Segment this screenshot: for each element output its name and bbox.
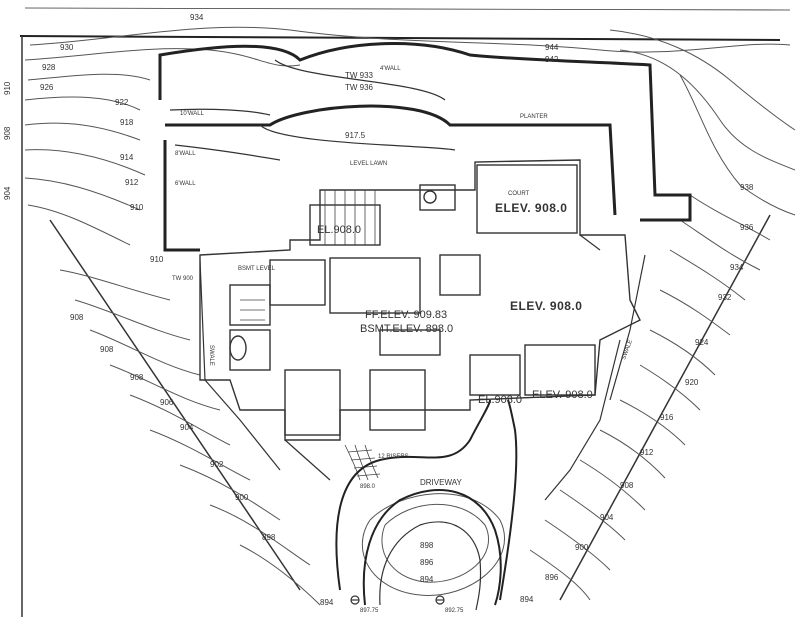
basement-level-label: BSMT LEVEL — [238, 266, 276, 272]
bottom-elevation-left: 897.75 — [360, 608, 379, 614]
contour-label: 904 — [600, 513, 614, 522]
court-label: COURT — [508, 191, 530, 197]
house-footprint — [199, 159, 641, 441]
contour-label: 934 — [190, 13, 204, 22]
contour-label: 938 — [740, 183, 754, 192]
lawn-label: LEVEL LAWN — [350, 161, 387, 167]
contour-label: 908 — [70, 313, 84, 322]
swale-label-left: SWALE — [208, 345, 214, 366]
survey-markers — [350, 595, 445, 605]
contour-label: 928 — [42, 63, 56, 72]
contour-label: 932 — [718, 293, 732, 302]
wall-label: 6'WALL — [175, 181, 196, 187]
wall-label: 4'WALL — [380, 66, 401, 72]
contour-label: 894 — [320, 598, 334, 607]
contour-label: 896 — [545, 573, 559, 582]
tw-label: TW 900 — [172, 276, 194, 282]
driveway-and-stair — [284, 399, 518, 611]
contour-label: 910 — [150, 255, 164, 264]
contour-label: 904 — [180, 423, 194, 432]
contour-label: 934 — [730, 263, 744, 272]
contour-label: 916 — [660, 413, 674, 422]
elevation-labels: EL.908.0 917.5 FF.ELEV. 909.83 BSMT.ELEV… — [317, 71, 593, 406]
risers-label: 12 RISERS — [378, 454, 409, 460]
stair-elevation-label: 898.0 — [360, 484, 376, 490]
contour-label: 896 — [420, 558, 434, 567]
wall-label: 8'WALL — [175, 151, 196, 157]
contour-label: 900 — [575, 543, 589, 552]
main-floor-elevation: FF.ELEV. 909.83 — [365, 309, 447, 321]
contour-label: 908 — [3, 126, 12, 140]
basement-elevation: BSMT.ELEV. 898.0 — [360, 323, 453, 335]
contour-label: 894 — [520, 595, 534, 604]
driveway-label: DRIVEWAY — [420, 478, 462, 487]
terrace-left-elevation: EL.908.0 — [478, 394, 522, 406]
planter-label: PLANTER — [520, 114, 548, 120]
contour-label: 898 — [420, 541, 434, 550]
contour-lines — [24, 26, 796, 606]
contour-label: 924 — [695, 338, 709, 347]
contour-label: 898 — [262, 533, 276, 542]
contour-label: 894 — [420, 575, 434, 584]
contour-label: 908 — [130, 373, 144, 382]
contour-label: 908 — [620, 481, 634, 490]
contour-label: 920 — [685, 378, 699, 387]
garage-elevation: ELEV. 908.0 — [510, 299, 582, 313]
contour-label: 930 — [60, 43, 74, 52]
contour-label: 906 — [160, 398, 174, 407]
pool-elevation: EL.908.0 — [317, 224, 361, 236]
contour-label: 910 — [130, 203, 144, 212]
contour-label: 926 — [40, 83, 54, 92]
annotation-labels: DRIVEWAY 12 RISERS 898.0 SWALE SWALE 10'… — [172, 66, 634, 614]
swale-label-right: SWALE — [621, 339, 634, 361]
property-boundary — [19, 7, 791, 617]
top-wall-elevation-2: TW 936 — [345, 83, 374, 92]
contour-label: 904 — [3, 186, 12, 200]
contour-label: 902 — [210, 460, 224, 469]
contour-label: 936 — [740, 223, 754, 232]
contour-label: 912 — [640, 448, 654, 457]
contour-label: 912 — [125, 178, 139, 187]
contour-label: 922 — [115, 98, 129, 107]
lawn-elevation: 917.5 — [345, 131, 366, 140]
contour-label: 900 — [235, 493, 249, 502]
retaining-walls — [158, 42, 692, 252]
contour-label: 944 — [545, 43, 559, 52]
contour-label: 942 — [545, 55, 559, 64]
terrace-right-elevation: ELEV. 908.0 — [532, 389, 593, 401]
contour-label-group: 934 930 928 926 922 918 914 912 910 910 … — [3, 13, 754, 607]
contour-label: 908 — [100, 345, 114, 354]
upper-terrace-elevation: ELEV. 908.0 — [495, 201, 567, 215]
bottom-elevation-right: 892.75 — [445, 608, 464, 614]
top-wall-elevation: TW 933 — [345, 71, 374, 80]
wall-label: 10'WALL — [180, 111, 205, 117]
contour-label: 910 — [3, 81, 12, 95]
contour-label: 914 — [120, 153, 134, 162]
contour-label: 918 — [120, 118, 134, 127]
swale-lines — [199, 254, 646, 501]
